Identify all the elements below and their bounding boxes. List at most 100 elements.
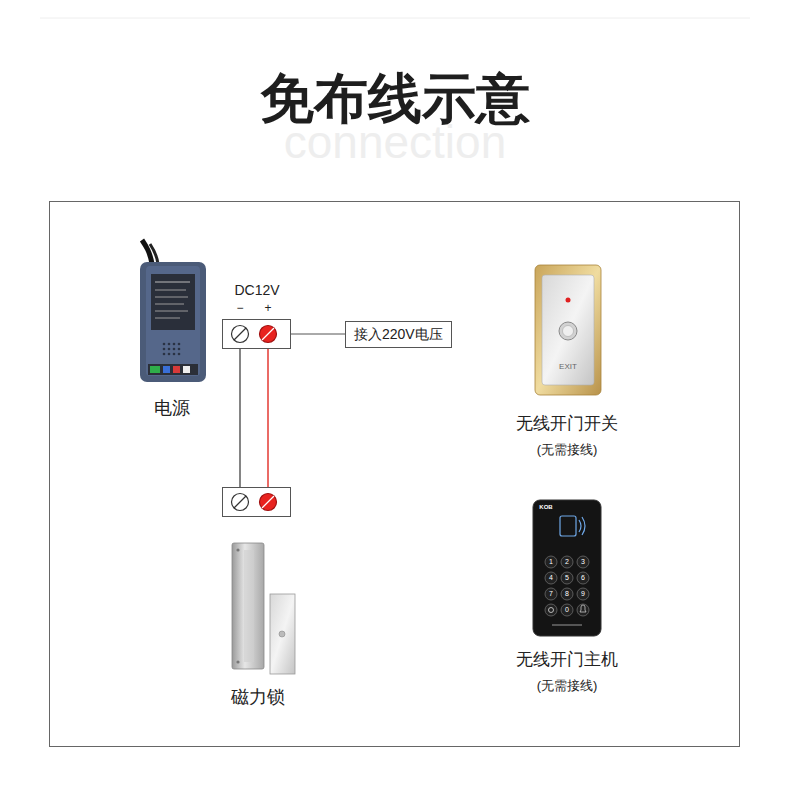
keypad-reader	[545, 588, 557, 600]
polarity-sign: −	[236, 302, 243, 316]
terminal-block	[260, 326, 277, 343]
key-digit: 8	[565, 590, 569, 598]
top-rule	[40, 18, 750, 19]
power-supply	[151, 274, 195, 330]
key-digit: 4	[549, 574, 553, 582]
keypad-reader	[549, 608, 554, 613]
key-digit: 0	[565, 606, 569, 614]
power-supply	[150, 366, 160, 373]
power-supply	[148, 364, 198, 375]
keypad-reader	[545, 572, 557, 584]
magnetic-lock	[232, 543, 295, 674]
device-caption: 无线开门主机	[516, 650, 618, 670]
keypad-reader	[577, 588, 589, 600]
magnetic-lock	[270, 594, 295, 674]
power-supply	[155, 311, 188, 312]
power-supply	[173, 348, 176, 351]
power-supply	[173, 353, 176, 356]
terminal-block	[234, 496, 246, 508]
power-supply	[178, 348, 181, 351]
keypad-reader	[577, 556, 589, 568]
power-supply	[163, 348, 166, 351]
box-text: 接入220V电压	[354, 326, 443, 343]
magnetic-lock	[232, 543, 264, 669]
wire	[290, 334, 345, 335]
power-supply	[178, 343, 181, 346]
power-supply	[183, 366, 190, 373]
power-supply	[146, 266, 200, 376]
terminal-block	[260, 494, 277, 511]
exit-switch	[542, 275, 594, 385]
terminal-block	[262, 496, 274, 508]
top-rule	[40, 18, 750, 19]
power-supply	[173, 343, 176, 346]
keypad-reader	[561, 604, 573, 616]
power-supply	[155, 282, 190, 283]
note-box: 接入220V电压	[345, 321, 452, 348]
terminal-block	[234, 328, 246, 340]
power-supply	[178, 353, 181, 356]
power-supply	[155, 290, 186, 291]
keypad-reader	[561, 572, 573, 584]
power-supply	[168, 353, 171, 356]
power-supply	[142, 240, 152, 264]
power-supply	[155, 318, 180, 319]
exit-switch	[535, 265, 601, 395]
key-digit: 6	[581, 574, 585, 582]
keypad-reader	[533, 500, 601, 636]
power-supply	[163, 343, 166, 346]
terminal-block	[232, 326, 249, 343]
button-text: EXIT	[559, 362, 577, 371]
exit-switch	[563, 326, 574, 337]
exit-switch	[566, 298, 571, 303]
power-supply	[155, 304, 184, 305]
terminal-block	[223, 320, 291, 349]
device-note: (无需接线)	[537, 679, 598, 694]
keypad-reader	[545, 604, 557, 616]
key-digit: 9	[581, 590, 585, 598]
keypad-reader	[533, 500, 601, 636]
power-supply	[173, 366, 180, 373]
exit-switch	[535, 265, 601, 395]
power-supply	[140, 262, 206, 382]
key-digit: 3	[581, 558, 585, 566]
frame	[50, 202, 740, 747]
exit-switch	[559, 322, 577, 340]
power-supply	[155, 297, 188, 298]
power-supply	[168, 348, 171, 351]
keypad-reader	[580, 605, 586, 612]
frame	[50, 202, 740, 747]
keypad-reader	[577, 604, 589, 616]
key-digit: 2	[565, 558, 569, 566]
key-digit: 5	[565, 574, 569, 582]
device-caption: 磁力锁	[231, 687, 285, 708]
terminal-block	[232, 494, 249, 511]
keypad-reader	[561, 588, 573, 600]
terminal-block	[223, 320, 291, 349]
brand-logo: KOB	[539, 504, 552, 511]
wire	[267, 341, 269, 494]
wire	[240, 334, 345, 494]
key-digit: 7	[549, 590, 553, 598]
power-supply	[163, 353, 166, 356]
magnetic-lock	[236, 548, 239, 551]
magnetic-lock	[279, 631, 285, 637]
terminal-block	[262, 328, 274, 340]
terminal-block	[223, 488, 291, 517]
terminal-block	[223, 488, 291, 517]
keypad-reader	[552, 624, 582, 626]
polarity-sign: +	[264, 302, 271, 316]
device-caption: 无线开门开关	[516, 414, 618, 434]
power-supply	[168, 343, 171, 346]
power-supply	[140, 240, 206, 382]
keypad-reader	[577, 572, 589, 584]
voltage-label: DC12V	[234, 282, 279, 298]
device-caption: 电源	[154, 398, 190, 419]
magnetic-lock	[244, 550, 254, 662]
key-digit: 1	[549, 558, 553, 566]
power-supply	[163, 366, 170, 373]
keypad-reader	[582, 517, 585, 535]
keypad-reader	[561, 556, 573, 568]
magnetic-lock	[236, 660, 239, 663]
keypad-reader	[579, 520, 581, 532]
